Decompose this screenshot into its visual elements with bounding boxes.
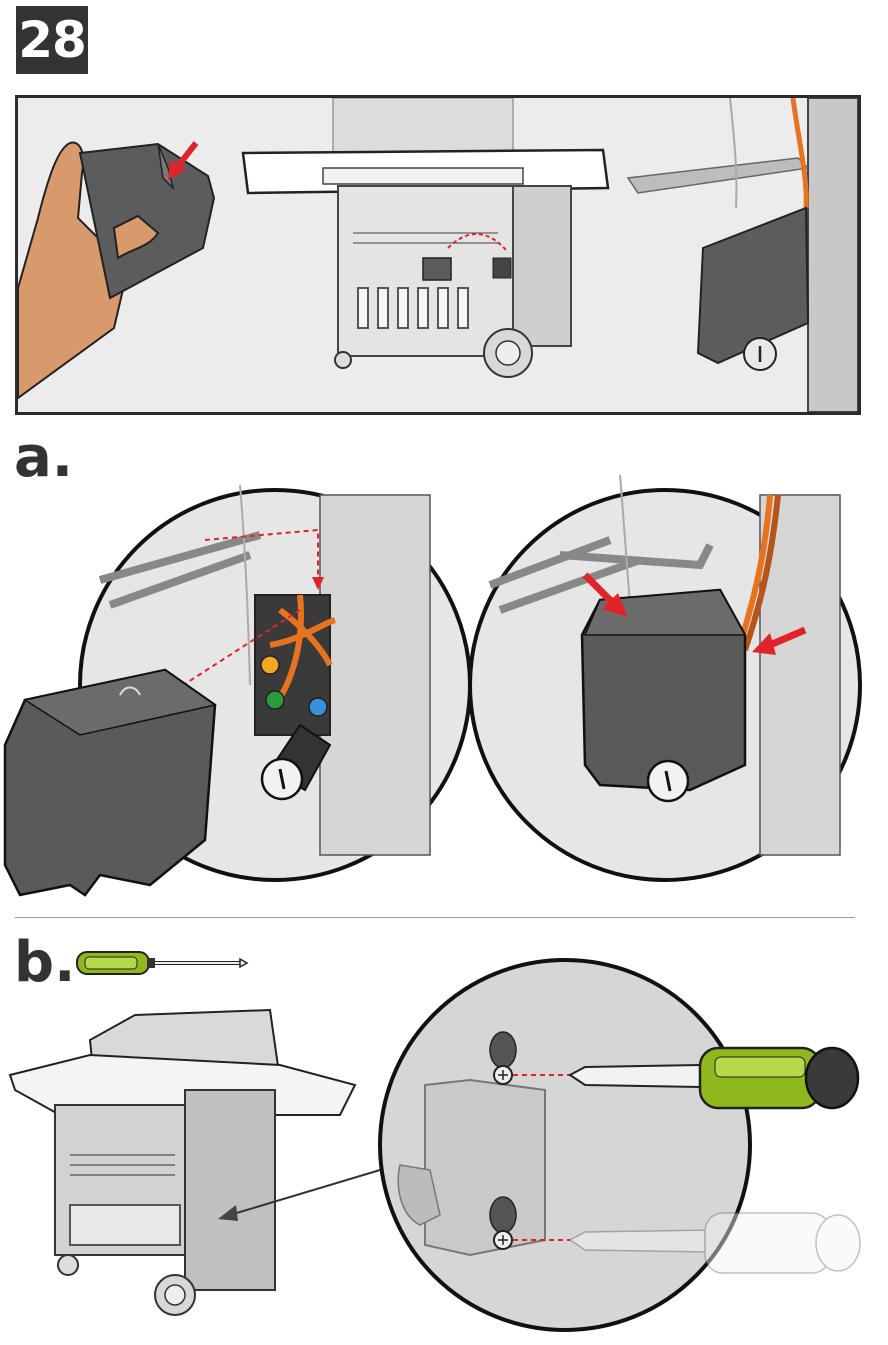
closeup-circle [380, 960, 860, 1330]
detached-cover [5, 670, 215, 895]
detail-circle-right [470, 475, 860, 880]
overview-illustration [18, 98, 858, 412]
substep-a-illustration [0, 445, 888, 915]
side-closeup [628, 98, 858, 412]
grill-overview [243, 98, 608, 377]
overview-panel [15, 95, 861, 415]
screw-icon [490, 1032, 516, 1084]
section-divider [15, 917, 855, 918]
substep-b-illustration [0, 965, 888, 1345]
hand-holding-cover [18, 143, 214, 398]
grill-perspective [10, 1010, 380, 1315]
step-number-badge: 28 [16, 6, 88, 74]
screw-icon [490, 1197, 516, 1249]
